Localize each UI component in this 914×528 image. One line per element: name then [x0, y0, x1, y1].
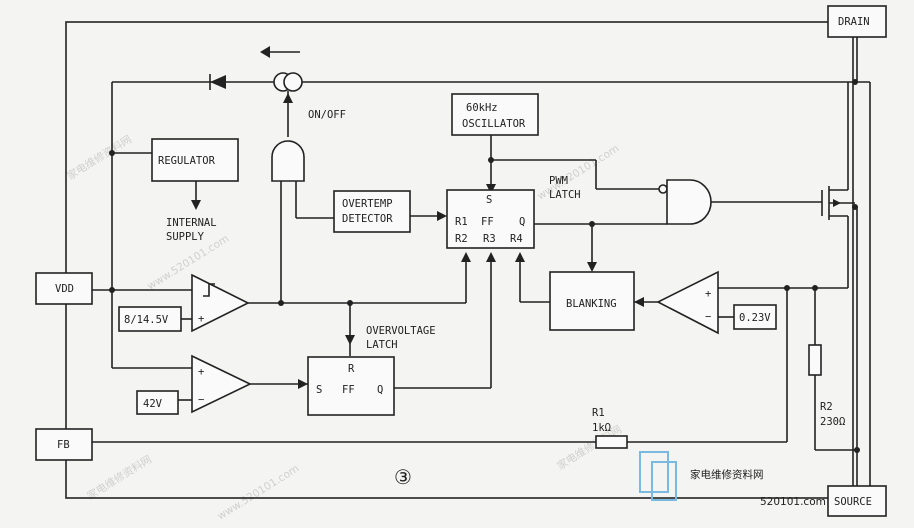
output-and-gate [666, 179, 712, 225]
overtemp-label-2: DETECTOR [342, 213, 393, 225]
r1-name-label: R1 [592, 407, 605, 419]
pwm-ff-q: Q [519, 216, 525, 228]
internal-supply-label-2: SUPPLY [166, 231, 205, 243]
pwm-ff-r4: R4 [510, 233, 523, 245]
r2-value-label: 230Ω [820, 416, 845, 428]
ovp-comparator [191, 354, 252, 414]
current-source-icon [283, 72, 303, 92]
figure-number: ③ [394, 465, 412, 489]
internal-supply-label-1: INTERNAL [166, 217, 217, 229]
r2-name-label: R2 [820, 401, 833, 413]
inverter-bubble [658, 184, 668, 194]
regulator-block [151, 138, 239, 182]
pwm-latch-label-2: LATCH [549, 189, 581, 201]
junction-dot [854, 447, 860, 453]
chip-outline [65, 21, 854, 499]
regulator-label: REGULATOR [158, 155, 216, 167]
ov-ff-ff: FF [342, 384, 355, 396]
arrow-down-icon [191, 200, 201, 210]
ocp-minus-sign: − [705, 311, 711, 323]
ovp-plus-sign: + [198, 366, 204, 378]
onoff-label: ON/OFF [308, 109, 346, 121]
overtemp-detector-block [333, 190, 411, 233]
oscillator-freq-label: 60kHz [466, 102, 498, 114]
pwm-latch-label-1: PWM [549, 175, 568, 187]
onoff-and-gate [271, 140, 305, 182]
arrow-down-icon [587, 262, 597, 272]
ov-flipflop [307, 356, 395, 416]
arrow-up-icon [283, 93, 293, 103]
oscillator-label: OSCILLATOR [462, 118, 526, 130]
ocp-reference-label: 0.23V [739, 312, 771, 324]
blanking-block [549, 271, 635, 331]
ovp-minus-sign: − [198, 394, 204, 406]
ovp-reference-label: 42V [143, 398, 163, 410]
arrow-down-icon [345, 335, 355, 345]
r1-value-label: 1kΩ [592, 422, 611, 434]
fb-pin [35, 428, 93, 461]
arrow-up-icon [486, 252, 496, 262]
ocp-reference-box [733, 304, 777, 330]
vdd-pin [35, 272, 93, 305]
logo-url: 520101.com [760, 496, 826, 508]
overvoltage-label-1: OVERVOLTAGE [366, 325, 436, 337]
source-pin-label: SOURCE [834, 496, 872, 508]
diode-icon [210, 75, 226, 89]
drain-pin-label: DRAIN [838, 16, 870, 28]
ov-ff-q: Q [377, 384, 383, 396]
uvlo-plus-sign: + [198, 313, 204, 325]
arrow-right-icon [437, 211, 447, 221]
source-pin [827, 485, 887, 517]
ov-ff-r: R [348, 363, 355, 375]
pwm-ff-r3: R3 [483, 233, 496, 245]
watermark-text: 家电维修资料网 [65, 133, 134, 183]
fb-pin-label: FB [57, 439, 70, 451]
watermark-url: www.520101.com [215, 463, 301, 523]
pwm-ff-ff: FF [481, 216, 494, 228]
blanking-label: BLANKING [566, 298, 617, 310]
resistor-r2 [808, 344, 822, 376]
site-logo: 家电维修资料网 520101.com [639, 451, 826, 508]
pwm-ff-r1: R1 [455, 216, 468, 228]
vdd-pin-label: VDD [55, 283, 74, 295]
uvlo-reference-label: 8/14.5V [124, 314, 169, 326]
overvoltage-label-2: LATCH [366, 339, 398, 351]
overtemp-label-1: OVERTEMP [342, 198, 393, 210]
arrow-right-icon [298, 379, 308, 389]
uvlo-comparator [191, 273, 250, 333]
pwm-ff-s: S [486, 194, 492, 206]
pwm-ff-r2: R2 [455, 233, 468, 245]
logo-text: 家电维修资料网 [690, 468, 764, 481]
resistor-r1 [595, 435, 628, 449]
mosfet-arrow-icon [833, 199, 841, 207]
logo-mark-icon [639, 451, 669, 493]
ovp-reference-box [136, 390, 179, 415]
ocp-plus-sign: + [705, 288, 711, 300]
arrow-left-icon [260, 46, 270, 58]
oscillator-block [451, 93, 539, 136]
arrow-down-icon [486, 184, 496, 194]
arrow-left-icon [634, 297, 644, 307]
watermark-text: 家电维修资料网 [85, 453, 154, 503]
logo-mark-icon [651, 461, 677, 501]
pwm-flipflop [446, 189, 535, 249]
ov-ff-s: S [316, 384, 322, 396]
hysteresis-icon [203, 283, 215, 297]
arrow-up-icon [515, 252, 525, 262]
uvlo-reference-box [118, 306, 182, 332]
arrow-up-icon [461, 252, 471, 262]
ocp-comparator [656, 270, 719, 335]
